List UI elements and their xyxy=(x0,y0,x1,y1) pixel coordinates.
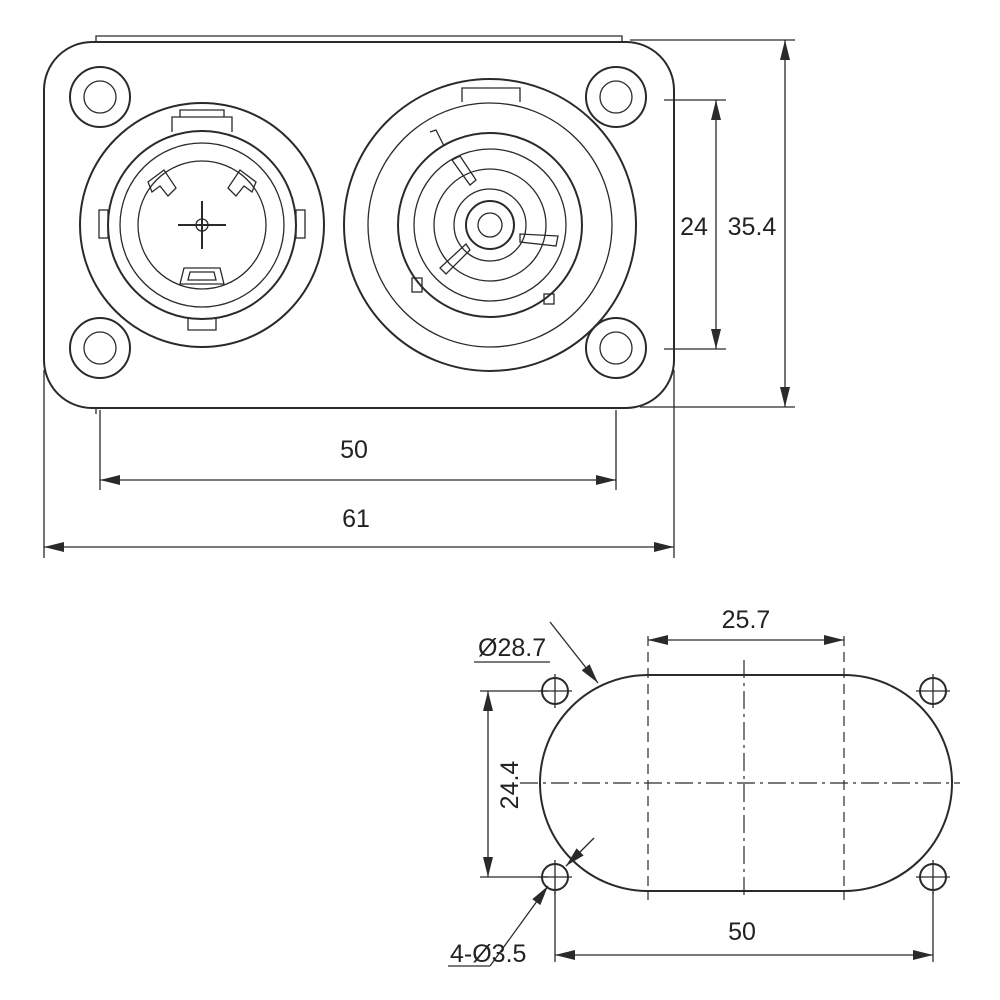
cutout-view: 25.7 24.4 50 Ø28.7 4-Ø3.5 xyxy=(448,606,960,968)
dimension-24-label: 24 xyxy=(680,213,708,241)
right-connector xyxy=(343,78,637,372)
left-connector xyxy=(79,102,325,348)
mounting-holes-label: 4-Ø3.5 xyxy=(450,940,526,968)
dimension-35-4-label: 35.4 xyxy=(728,213,777,241)
cutout-outline xyxy=(539,674,953,892)
leader-mounting-holes: 4-Ø3.5 xyxy=(448,837,595,968)
dimension-50-cutout: 50 xyxy=(554,892,934,962)
cutout-hole-top-right xyxy=(916,674,950,708)
dimension-61-front: 61 xyxy=(43,370,675,558)
dimension-50-label: 50 xyxy=(340,436,368,464)
diameter-28-7-label: Ø28.7 xyxy=(478,634,546,662)
dimension-50-cutout-label: 50 xyxy=(728,918,756,946)
mounting-hole-top-right xyxy=(585,66,647,128)
dimension-25-7-label: 25.7 xyxy=(722,606,771,634)
dimension-24-front: 24 xyxy=(664,99,726,350)
dimension-61-label: 61 xyxy=(342,505,370,533)
dimension-25-7: 25.7 xyxy=(648,606,844,645)
cutout-hole-bottom-right xyxy=(916,860,950,894)
mounting-hole-bottom-left xyxy=(69,317,131,379)
leader-diameter-28-7: Ø28.7 xyxy=(474,621,599,684)
dimension-35-4-front: 35.4 xyxy=(630,39,795,408)
dimension-24-4-label: 24.4 xyxy=(496,761,524,810)
front-view: 50 61 24 35.4 xyxy=(43,35,795,558)
dimension-24-4: 24.4 xyxy=(480,690,548,878)
mounting-hole-bottom-right xyxy=(585,317,647,379)
mounting-hole-top-left xyxy=(69,66,131,128)
panel-plate xyxy=(43,41,675,409)
dimension-50-front: 50 xyxy=(99,410,617,490)
